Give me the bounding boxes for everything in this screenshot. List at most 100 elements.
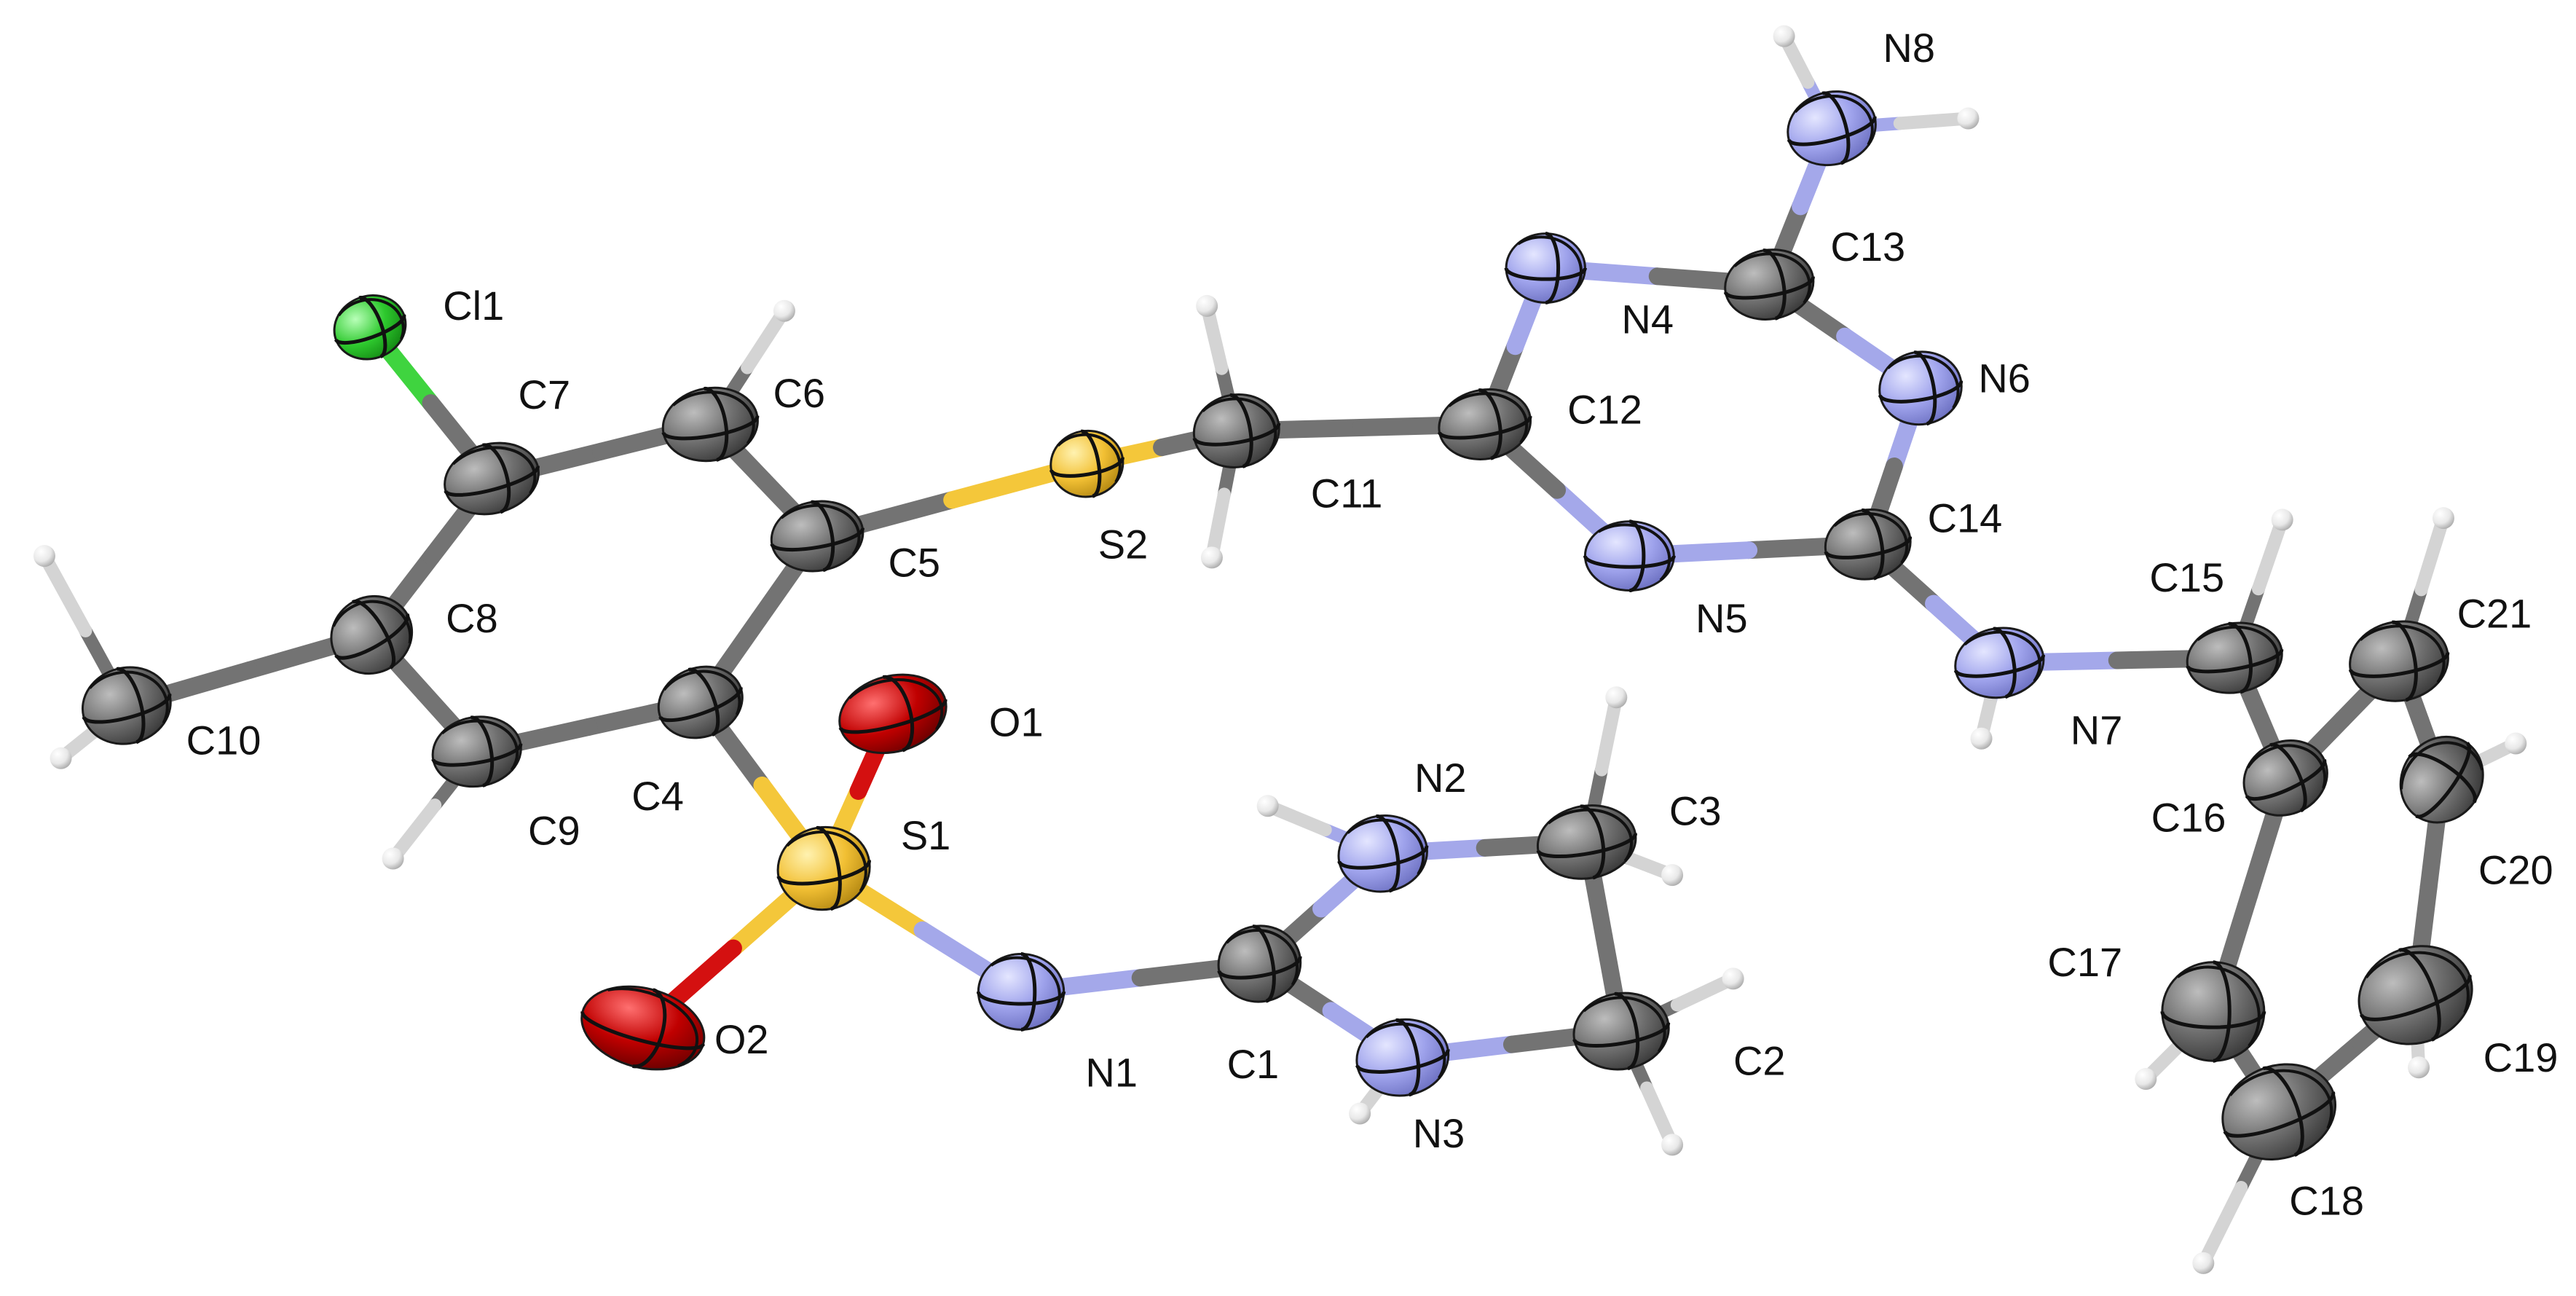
atom-label-C3: C3: [1669, 788, 1722, 833]
atom-label-C7: C7: [519, 372, 571, 417]
bond-C21-H: [2414, 511, 2450, 597]
atom-S2: [1049, 429, 1124, 498]
hydrogen-atom: [2135, 1068, 2157, 1091]
atom-label-C12: C12: [1567, 386, 1642, 432]
atom-C19: [2358, 945, 2473, 1045]
atom-layer: [33, 25, 2527, 1274]
bond-C6-H: [741, 304, 791, 374]
atom-O2: [580, 985, 706, 1071]
atom-label-Cl1: Cl1: [443, 283, 504, 329]
atom-N4: [1504, 232, 1587, 305]
atom-label-C4: C4: [631, 773, 684, 819]
atom-C11: [1192, 393, 1281, 468]
hydrogen-atom: [1722, 967, 1744, 990]
atom-label-C8: C8: [446, 595, 498, 641]
atom-label-C19: C19: [2484, 1034, 2559, 1080]
atom-label-N7: N7: [2071, 707, 2123, 753]
atom-C2: [1572, 991, 1671, 1071]
atom-N7: [1953, 627, 2045, 699]
atom-C9: [431, 715, 523, 788]
hydrogen-atom: [382, 847, 404, 870]
atom-label-N6: N6: [1978, 356, 2031, 401]
atom-label-C2: C2: [1733, 1038, 1786, 1084]
atom-S1: [776, 825, 871, 911]
atom-C20: [2399, 735, 2484, 824]
atom-label-S1: S1: [901, 812, 951, 858]
atom-N3: [1355, 1018, 1450, 1097]
atom-label-N3: N3: [1413, 1110, 1465, 1156]
bond-C10-H: [37, 549, 92, 637]
atom-C17: [2160, 960, 2266, 1063]
atom-N6: [1878, 350, 1963, 426]
atom-label-N1: N1: [1085, 1049, 1138, 1095]
hydrogen-atom: [1773, 25, 1795, 47]
atom-N5: [1583, 519, 1676, 593]
hydrogen-atom: [1605, 686, 1628, 709]
atom-C21: [2348, 620, 2450, 702]
atom-C16: [2242, 739, 2328, 817]
hydrogen-atom: [1957, 107, 1980, 130]
bond-N8-H: [1893, 111, 1975, 130]
hydrogen-atom: [1196, 294, 1218, 317]
atom-C7: [444, 441, 540, 516]
atom-label-C21: C21: [2457, 590, 2532, 636]
hydrogen-atom: [2408, 1056, 2430, 1079]
atom-label-C10: C10: [186, 717, 261, 763]
hydrogen-atom: [2192, 1252, 2215, 1274]
atom-N8: [1787, 90, 1877, 167]
atom-label-C1: C1: [1227, 1041, 1280, 1087]
atom-C10: [81, 666, 172, 745]
atom-label-S2: S2: [1098, 522, 1149, 568]
atom-label-O1: O1: [989, 699, 1044, 745]
bond-C9-H: [386, 798, 442, 865]
atom-C15: [2186, 621, 2284, 694]
atom-label-C18: C18: [2289, 1177, 2364, 1223]
atom-C1: [1217, 924, 1302, 1003]
atom-label-C11: C11: [1311, 471, 1383, 517]
hydrogen-atom: [1661, 1134, 1684, 1156]
hydrogen-atom: [773, 299, 795, 322]
atom-label-O2: O2: [714, 1016, 769, 1062]
atom-C6: [661, 386, 760, 463]
atom-label-C5: C5: [888, 539, 940, 585]
atom-label-N8: N8: [1883, 25, 1935, 71]
atom-C4: [657, 665, 744, 739]
bond-C15-H: [2251, 513, 2289, 596]
hydrogen-atom: [1661, 864, 1684, 887]
atom-label-C9: C9: [528, 807, 580, 853]
hydrogen-atom: [2432, 507, 2454, 530]
hydrogen-atom: [1200, 546, 1223, 569]
atom-label-C13: C13: [1830, 224, 1905, 270]
atom-label-N2: N2: [1414, 755, 1467, 801]
atom-O1: [838, 673, 948, 755]
atom-C5: [770, 500, 864, 573]
hydrogen-atom: [1349, 1102, 1371, 1125]
atom-label-C17: C17: [2047, 939, 2122, 985]
hydrogen-atom: [50, 747, 72, 769]
atom-label-N5: N5: [1695, 595, 1748, 641]
atom-C8: [330, 594, 414, 675]
atom-label-C6: C6: [773, 370, 825, 416]
atom-label-C14: C14: [1928, 495, 2003, 541]
bond-C18-H: [2197, 1181, 2248, 1270]
atom-C14: [1824, 508, 1913, 581]
atom-Cl1: [333, 294, 407, 361]
atom-label-C16: C16: [2151, 794, 2226, 840]
atom-label-C15: C15: [2149, 554, 2224, 600]
atom-C12: [1437, 388, 1532, 460]
bond-C3-H: [1594, 691, 1623, 777]
atom-C18: [2221, 1063, 2337, 1160]
atom-C13: [1723, 248, 1815, 321]
hydrogen-atom: [33, 545, 55, 568]
atom-N1: [976, 951, 1066, 1032]
atom-N2: [1337, 814, 1429, 893]
hydrogen-atom: [2505, 732, 2527, 755]
hydrogen-atom: [2271, 508, 2293, 531]
hydrogen-atom: [1970, 727, 1993, 750]
hydrogen-atom: [1256, 795, 1279, 817]
atom-C3: [1536, 804, 1637, 880]
atom-label-C20: C20: [2478, 847, 2553, 893]
atom-label-N4: N4: [1621, 296, 1674, 342]
